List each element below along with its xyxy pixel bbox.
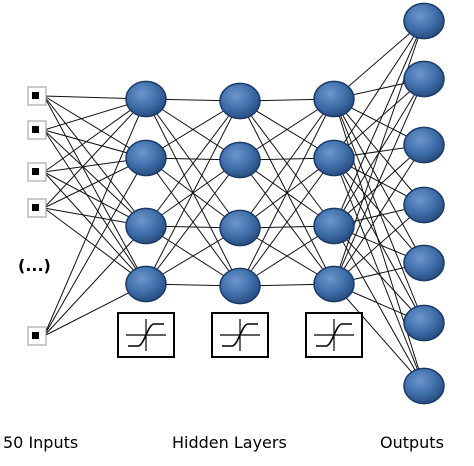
edge-h3-1-to-out-6 [333,157,425,387]
edge-h3-3-to-out-2 [333,144,425,285]
edge-input-4-to-h1-2 [43,225,147,337]
hidden-node-layer-3 [313,207,355,245]
sigmoid-activation-icon [211,312,269,358]
edge-h1-3-to-h2-0 [145,100,241,285]
output-node [403,60,445,98]
edge-h3-1-to-out-4 [333,157,425,264]
hidden-node-layer-1 [125,80,167,118]
hidden-node-layer-3 [313,80,355,118]
edge-input-1-to-h1-2 [43,129,147,227]
input-node [27,120,47,140]
hidden-node-layer-1 [125,265,167,303]
edge-input-3-to-h1-0 [43,98,147,209]
hidden-node-layer-3 [313,265,355,303]
hidden-layers-label: Hidden Layers [172,433,287,452]
edge-h3-2-to-out-5 [333,225,425,324]
edge-h3-3-to-out-0 [333,20,425,285]
edge-h3-2-to-out-2 [333,144,425,227]
edge-input-2-to-h1-0 [43,98,147,173]
edge-input-2-to-h1-3 [43,171,147,285]
edge-input-0-to-h1-2 [43,95,147,227]
hidden-node-layer-1 [125,139,167,177]
activation-functions [117,312,363,358]
edge-h3-0-to-out-0 [333,20,425,100]
output-node [403,367,445,405]
hidden-node-layer-2 [219,82,261,120]
output-node [403,304,445,342]
input-node [27,86,47,106]
edge-h3-1-to-out-1 [333,78,425,159]
edge-h3-2-to-out-6 [333,225,425,387]
edge-input-4-to-h1-0 [43,98,147,337]
edge-h3-1-to-out-0 [333,20,425,159]
hidden-node-layer-2 [219,209,261,247]
edge-h2-3-to-h3-0 [239,98,335,287]
input-node [27,326,47,346]
sigmoid-activation-icon [305,312,363,358]
edge-input-1-to-h1-3 [43,129,147,285]
edge-input-0-to-h1-3 [43,95,147,285]
hidden-node-layer-2 [219,141,261,179]
edge-h3-2-to-out-0 [333,20,425,227]
input-node [27,198,47,218]
output-node [403,2,445,40]
edge-h2-3-to-h3-1 [239,157,335,287]
edge-h1-3-to-h2-1 [145,159,241,285]
sigmoid-activation-icon [117,312,175,358]
hidden-node-layer-1 [125,207,167,245]
output-node [403,126,445,164]
edge-h3-3-to-out-1 [333,78,425,285]
edge-input-4-to-h1-1 [43,157,147,337]
edge-h3-1-to-out-5 [333,157,425,324]
output-node [403,186,445,224]
hidden-node-layer-2 [219,267,261,305]
inputs-label: 50 Inputs [3,433,79,452]
edge-h2-2-to-h3-0 [239,98,335,229]
nodes [27,2,445,405]
edge-h3-3-to-out-6 [333,283,425,387]
hidden-node-layer-3 [313,139,355,177]
outputs-label: Outputs [380,433,444,452]
input-node [27,162,47,182]
edge-h3-3-to-out-3 [333,204,425,285]
output-node [403,244,445,282]
inputs-ellipsis: (...) [18,256,51,275]
edge-h1-2-to-h2-0 [145,100,241,227]
